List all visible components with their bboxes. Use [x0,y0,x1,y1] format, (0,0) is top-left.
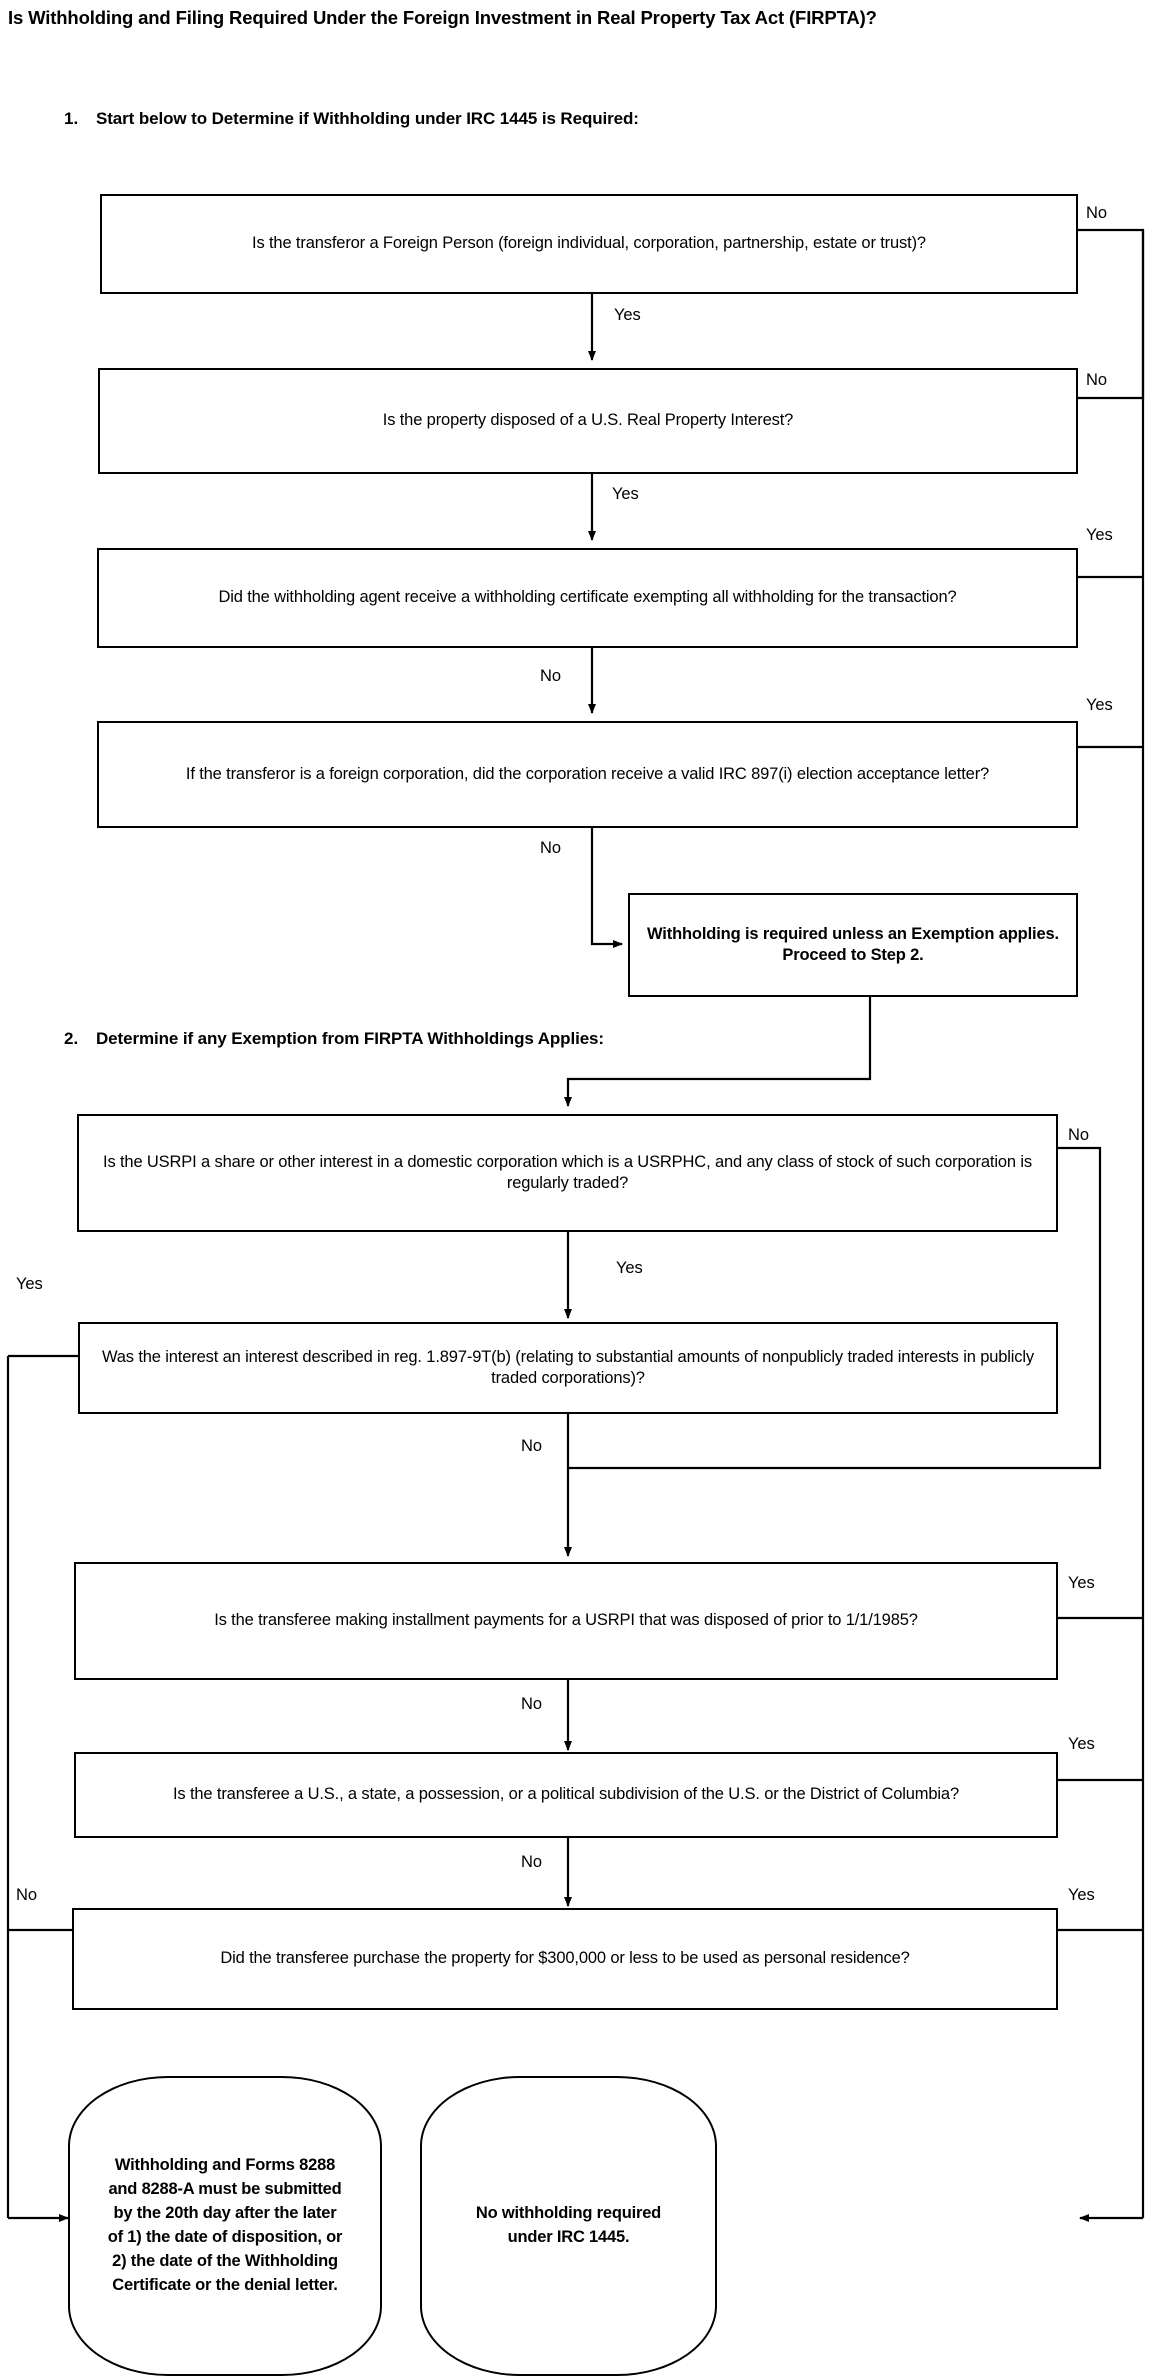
process-box-withholding-required-text: Withholding is required unless an Exempt… [647,924,1064,964]
terminal-withholding-required[interactable]: Withholding and Forms 8288 and 8288-A mu… [68,2076,382,2376]
edge-label-d3-no: No [540,667,561,685]
page-title: Is Withholding and Filing Required Under… [8,7,877,28]
decision-box-usrphc-traded[interactable]: Is the USRPI a share or other interest i… [77,1114,1058,1232]
decision-box-withholding-certificate[interactable]: Did the withholding agent receive a with… [97,548,1078,648]
edge-label-d6-yes: Yes [16,1275,43,1293]
decision-box-reg-1897-9tb-text: Was the interest an interest described i… [101,1347,1039,1387]
edge-label-d5-no: No [1068,1126,1089,1144]
edge-label-d7-no: No [521,1695,542,1713]
decision-box-300k-residence-text: Did the transferee purchase the property… [220,1949,910,1968]
edge-label-d6-no: No [521,1437,542,1455]
edge-label-d8-no: No [521,1853,542,1871]
decision-box-usrpi-disposition-text: Is the property disposed of a U.S. Real … [382,411,794,430]
decision-box-usrpi-disposition[interactable]: Is the property disposed of a U.S. Real … [98,368,1078,474]
decision-box-usrphc-traded-text: Is the USRPI a share or other interest i… [103,1152,1037,1192]
edge-label-d7-yes: Yes [1068,1574,1095,1592]
terminal-no-withholding[interactable]: No withholding required under IRC 1445. [420,2076,717,2376]
edge-label-d3-yes: Yes [1086,526,1113,544]
section-1-heading: Start below to Determine if Withholding … [96,109,639,128]
edge-label-d4-yes: Yes [1086,696,1113,714]
decision-box-897i-election-text: If the transferor is a foreign corporati… [185,764,990,783]
section-1-number: 1. [64,109,79,128]
edge-label-d2-no: No [1086,371,1107,389]
edge-label-d2-yes: Yes [612,485,639,503]
decision-box-government-transferee-text: Is the transferee a U.S., a state, a pos… [173,1785,959,1804]
edge-label-d1-yes: Yes [614,306,641,324]
decision-box-government-transferee[interactable]: Is the transferee a U.S., a state, a pos… [74,1752,1058,1838]
decision-box-300k-residence[interactable]: Did the transferee purchase the property… [72,1908,1058,2010]
edge-label-d9-yes: Yes [1068,1886,1095,1904]
decision-box-installment-payments-text: Is the transferee making installment pay… [214,1611,918,1630]
decision-box-foreign-person[interactable]: Is the transferor a Foreign Person (fore… [100,194,1078,294]
decision-box-foreign-person-text: Is the transferor a Foreign Person (fore… [252,234,926,253]
decision-box-installment-payments[interactable]: Is the transferee making installment pay… [74,1562,1058,1680]
section-2-number: 2. [64,1029,79,1048]
edge-label-d4-no: No [540,839,561,857]
decision-box-withholding-certificate-text: Did the withholding agent receive a with… [218,588,957,607]
terminal-no-withholding-text: No withholding required under IRC 1445. [475,2204,666,2246]
edge-label-d1-no: No [1086,204,1107,222]
edge-label-d8-yes: Yes [1068,1735,1095,1753]
section-2-heading: Determine if any Exemption from FIRPTA W… [96,1029,604,1048]
process-box-withholding-required[interactable]: Withholding is required unless an Exempt… [628,893,1078,997]
edge-label-d5-yes: Yes [616,1259,643,1277]
edge-label-d9-no: No [16,1886,37,1904]
terminal-withholding-required-text: Withholding and Forms 8288 and 8288-A mu… [107,2156,347,2294]
decision-box-reg-1897-9tb[interactable]: Was the interest an interest described i… [78,1322,1058,1414]
decision-box-897i-election[interactable]: If the transferor is a foreign corporati… [97,721,1078,828]
